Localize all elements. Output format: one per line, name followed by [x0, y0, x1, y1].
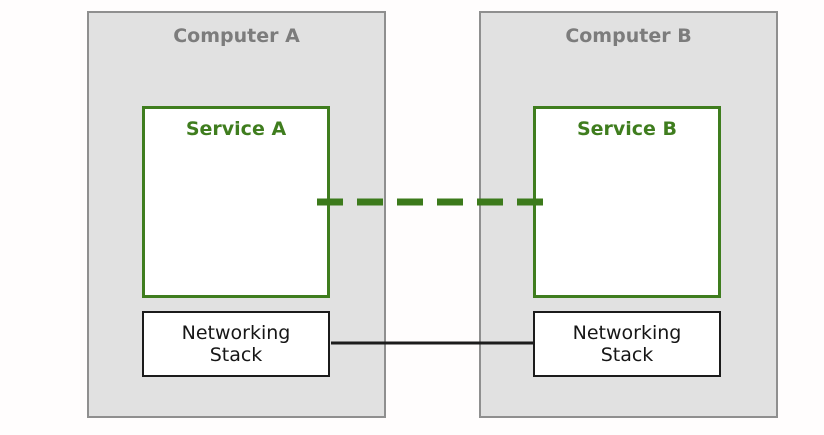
networking-stack-a-label: Networking Stack — [181, 321, 291, 366]
service-a-label: Service A — [185, 118, 287, 140]
service-a-box: Service A — [142, 106, 330, 298]
service-b-label: Service B — [576, 118, 678, 140]
networking-stack-a-box: Networking Stack — [142, 311, 330, 377]
networking-stack-b-box: Networking Stack — [533, 311, 721, 377]
service-b-box: Service B — [533, 106, 721, 298]
computer-a-label: Computer A — [173, 25, 300, 47]
networking-stack-b-label: Networking Stack — [572, 321, 682, 366]
computer-b-label: Computer B — [565, 25, 692, 47]
